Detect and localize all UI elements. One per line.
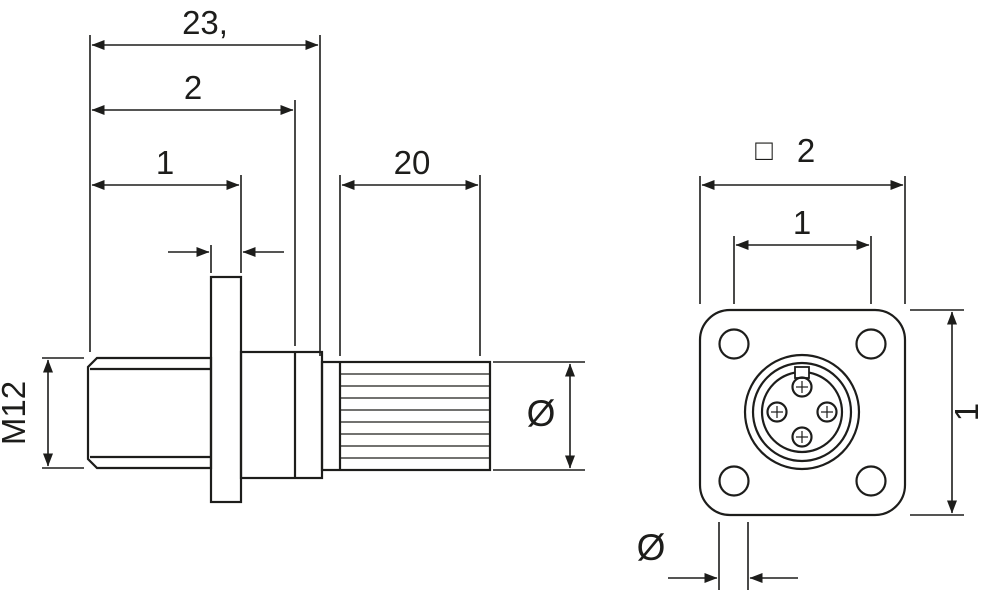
connector-face — [743, 353, 861, 471]
thread-section — [86, 356, 213, 470]
dim-total-length: 23, — [89, 4, 321, 356]
dim-label-total-length: 23, — [182, 4, 228, 41]
dim-tail-length: 20 — [339, 144, 481, 356]
side-view: 23, 2 1 20 — [0, 4, 585, 504]
dim-tail-diameter: Ø — [493, 361, 585, 471]
dim-flange-height: 1 — [910, 309, 985, 516]
mounting-hole-top-right — [855, 328, 887, 360]
shroud-outer-circle — [743, 353, 861, 471]
dim-label-hole-diameter: Ø — [637, 527, 666, 568]
dim-label-flange-height: 1 — [948, 403, 985, 421]
rib-section — [320, 360, 492, 472]
mounting-hole-bottom-left — [718, 465, 750, 497]
body-side — [239, 350, 324, 480]
coding-keyway — [794, 366, 810, 379]
pin-right — [816, 401, 838, 423]
thread-profile — [86, 356, 213, 470]
mounting-hole-top-left — [718, 328, 750, 360]
dim-label-flange-width: 2 — [797, 132, 815, 169]
dim-thread-length: 1 — [91, 144, 242, 273]
dim-label-tail-diameter: Ø — [527, 393, 556, 434]
dim-label-thread-length: 1 — [156, 144, 174, 181]
square-dimension-symbol: □ — [755, 135, 773, 167]
dim-front-section: 2 — [91, 69, 296, 346]
dim-flange-thickness — [168, 245, 284, 273]
dim-label-hole-spacing: 1 — [793, 204, 811, 241]
pin-left — [766, 401, 788, 423]
body-section — [239, 350, 324, 480]
mounting-hole-bottom-right — [855, 465, 887, 497]
dim-label-tail-length: 20 — [394, 144, 431, 181]
pin-bottom — [791, 426, 813, 448]
dim-hole-diameter: Ø — [637, 522, 798, 590]
flange-side — [209, 275, 243, 504]
dim-label-thread-size: M12 — [0, 381, 32, 445]
flange-front — [698, 308, 907, 517]
rib-outline — [320, 360, 492, 472]
dim-flange-width: □ 2 — [699, 132, 906, 304]
shroud-inner-circle — [751, 361, 853, 463]
dim-hole-spacing: 1 — [733, 204, 872, 304]
front-view: □ 2 1 1 Ø — [637, 132, 985, 590]
dim-thread-size: M12 — [0, 357, 84, 469]
pin-top — [791, 376, 813, 398]
dim-label-front-section: 2 — [184, 69, 202, 106]
